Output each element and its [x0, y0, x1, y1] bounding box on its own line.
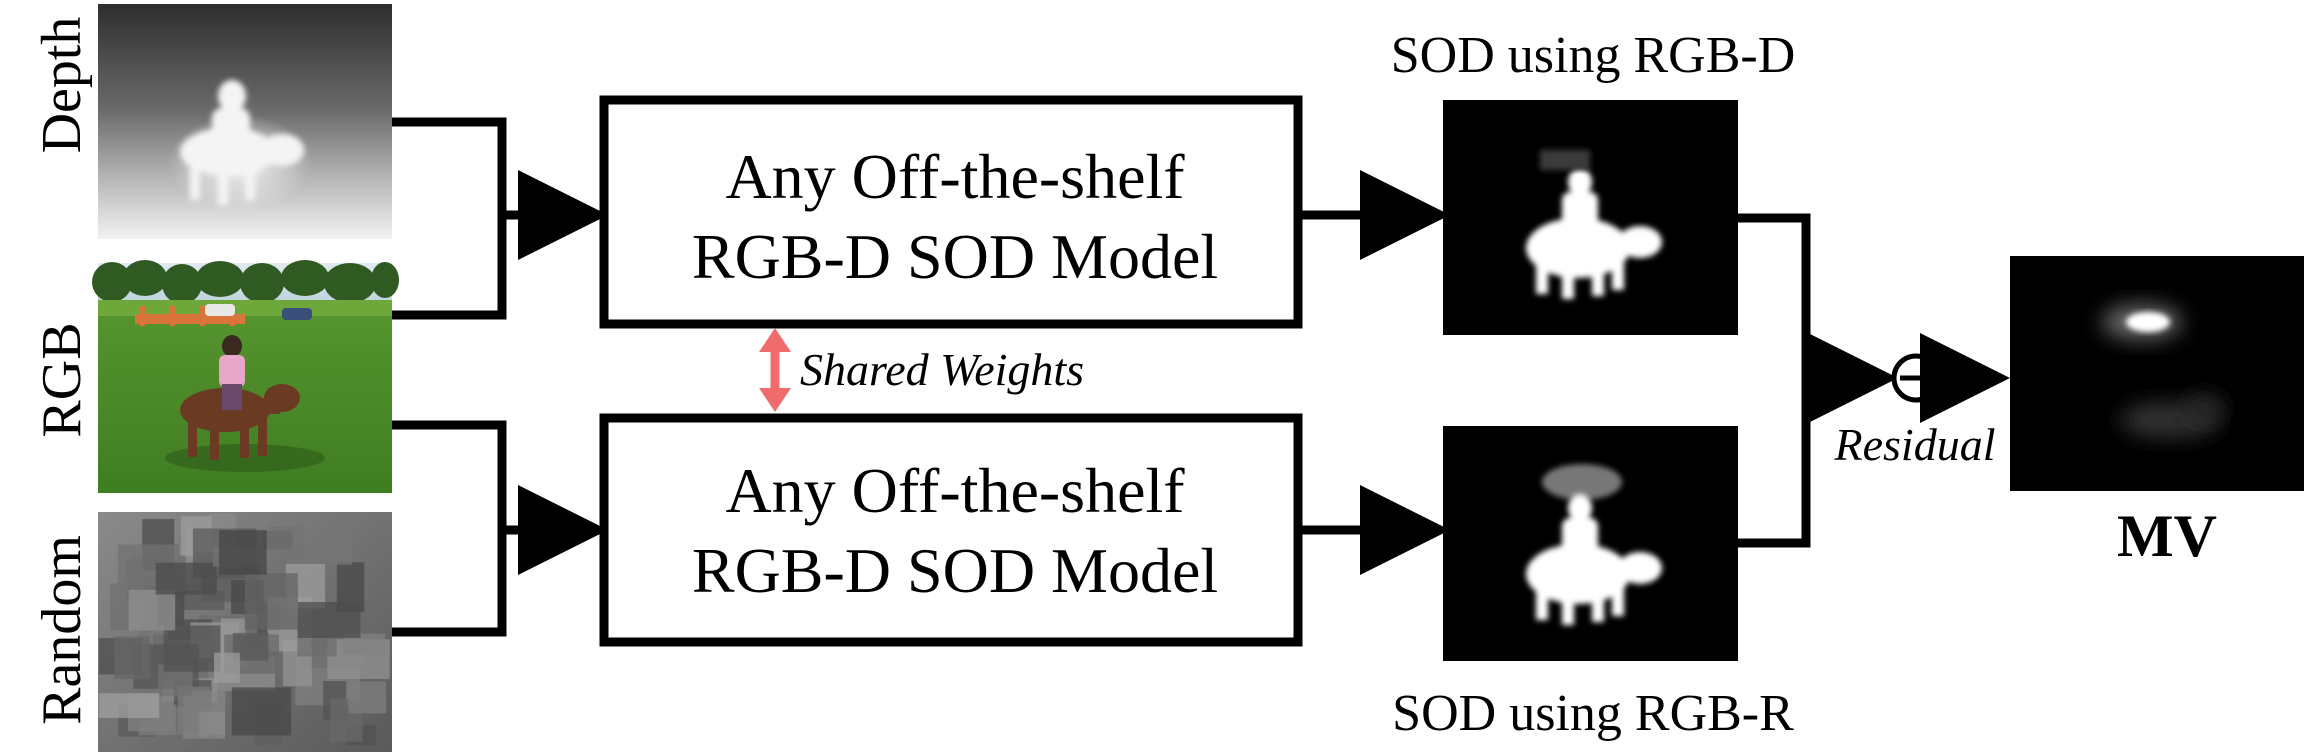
- residual-label: Residual: [1834, 419, 1996, 470]
- depth-label: Depth: [31, 17, 93, 154]
- depth-image: [98, 4, 392, 239]
- top-model-line1: Any Off-the-shelf: [725, 141, 1185, 212]
- bottom-model-line2: RGB-D SOD Model: [692, 535, 1218, 606]
- connector-depth-rgb-to-top-model: [392, 117, 608, 320]
- sod-rgbd-caption: SOD using RGB-D: [1391, 27, 1796, 84]
- mv-map: [2010, 256, 2304, 491]
- rgb-label: RGB: [31, 322, 93, 437]
- random-label: Random: [31, 535, 93, 725]
- rgb-image: [92, 260, 399, 493]
- bottom-model-line1: Any Off-the-shelf: [725, 455, 1185, 526]
- residual-connector: [1738, 213, 1898, 548]
- mv-label: MV: [2117, 503, 2217, 569]
- bottom-sod-model-box: Any Off-the-shelf RGB-D SOD Model: [599, 413, 1303, 647]
- subtract-operator-icon: [1891, 353, 1941, 403]
- sod-rgbd-map: [1443, 100, 1738, 335]
- top-model-line2: RGB-D SOD Model: [692, 221, 1218, 292]
- random-image: [98, 512, 392, 752]
- sod-rgbr-map: [1443, 426, 1738, 661]
- sod-rgbr-caption: SOD using RGB-R: [1392, 685, 1794, 742]
- connector-rgb-random-to-bottom-model: [392, 420, 608, 637]
- shared-weights-arrow: [759, 328, 791, 412]
- shared-weights-label: Shared Weights: [800, 344, 1084, 395]
- top-sod-model-box: Any Off-the-shelf RGB-D SOD Model: [599, 95, 1303, 329]
